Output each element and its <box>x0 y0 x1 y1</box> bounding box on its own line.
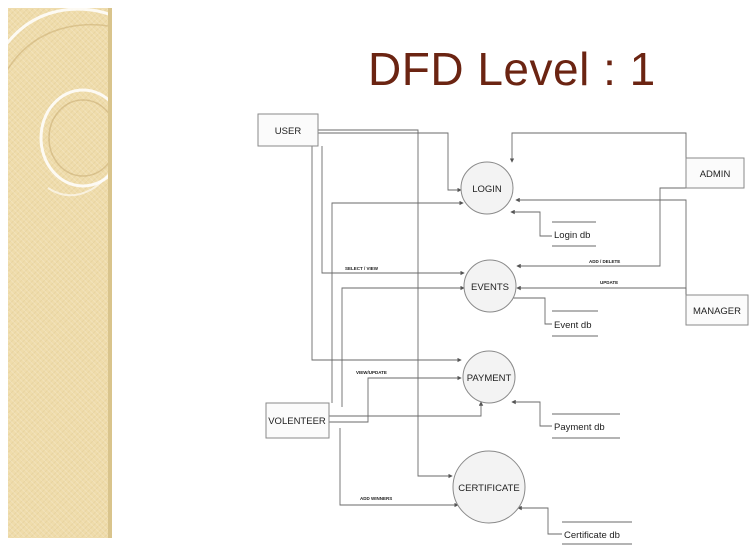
entity-admin: ADMIN <box>685 157 745 189</box>
flow-certificatedb-to-certificate <box>517 505 562 535</box>
process-payment-label: PAYMENT <box>467 373 512 384</box>
entity-volenteer-label: VOLENTEER <box>268 416 326 427</box>
decorative-swirl-graphic <box>8 8 110 197</box>
process-certificate: CERTIFICATE <box>452 450 526 524</box>
flow-user-to-events <box>321 146 465 276</box>
store-certificate-db-label: Certificate db <box>564 530 620 541</box>
flow-paymentdb-to-payment <box>511 399 552 427</box>
flow-user-to-payment <box>311 146 462 363</box>
process-certificate-label: CERTIFICATE <box>458 483 519 494</box>
entity-volenteer: VOLENTEER <box>265 402 330 439</box>
entity-manager: MANAGER <box>685 294 749 326</box>
flow-user-to-certificate <box>318 129 453 479</box>
flow-label-add-winners: ADD WINNERS <box>360 496 392 501</box>
store-payment-db: Payment db <box>552 413 620 439</box>
flow-label-view-update: VIEW/UPDATE <box>356 370 387 375</box>
store-login-db-label: Login db <box>554 230 590 241</box>
process-events: EVENTS <box>463 259 517 313</box>
flow-label-select-view: SELECT / VIEW <box>345 266 379 271</box>
entity-admin-label: ADMIN <box>700 169 731 180</box>
flow-label-add-delete: ADD / DELETE <box>589 259 620 264</box>
decorative-side-band <box>8 8 110 538</box>
flow-volenteer-to-events <box>341 285 465 407</box>
flow-volenteer-view-update <box>329 375 462 423</box>
flow-eventdb-to-events <box>508 295 552 325</box>
store-payment-db-label: Payment db <box>554 422 605 433</box>
process-login: LOGIN <box>460 161 514 215</box>
flow-admin-add-delete <box>516 187 686 269</box>
flow-logindb-to-login <box>510 209 552 237</box>
entity-user: USER <box>257 113 319 147</box>
entity-user-label: USER <box>275 126 302 137</box>
store-certificate-db: Certificate db <box>562 521 632 545</box>
flow-volenteer-to-payment <box>329 401 484 417</box>
flow-manager-to-login <box>515 197 687 305</box>
flow-user-to-login <box>318 132 462 193</box>
entity-manager-label: MANAGER <box>693 306 741 317</box>
flow-label-update: UPDATE <box>600 280 618 285</box>
flow-volenteer-add-winners <box>339 428 459 508</box>
store-login-db: Login db <box>552 221 596 247</box>
flow-admin-to-login <box>509 132 687 173</box>
process-events-label: EVENTS <box>471 282 509 293</box>
process-payment: PAYMENT <box>462 350 516 404</box>
process-login-label: LOGIN <box>472 184 502 195</box>
flow-lines <box>311 129 687 535</box>
flow-volenteer-to-login <box>331 200 464 403</box>
store-event-db: Event db <box>552 310 598 337</box>
store-event-db-label: Event db <box>554 320 592 331</box>
band-edge-line <box>108 8 112 538</box>
slide-title: DFD Level : 1 <box>368 43 656 95</box>
flow-manager-update <box>516 285 687 295</box>
